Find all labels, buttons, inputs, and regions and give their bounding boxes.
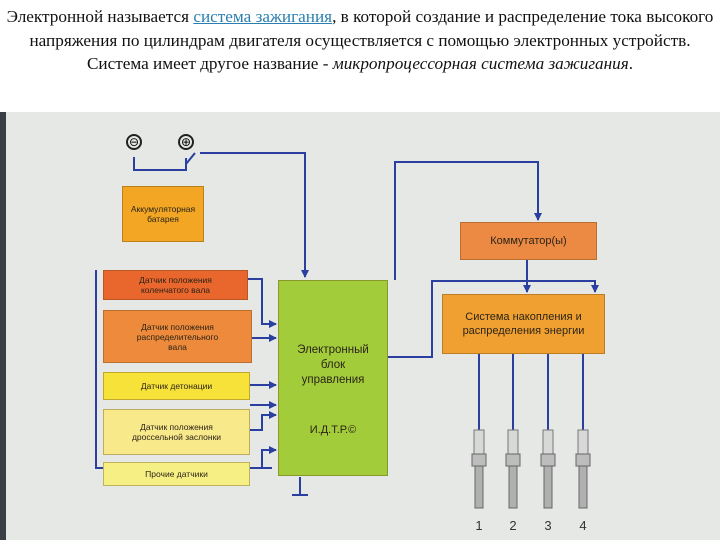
ignition-system-link[interactable]: система зажигания [193, 7, 333, 26]
sensor-5-wire [250, 446, 277, 469]
plug-number-1: 1 [475, 518, 483, 533]
sensor-4-wire-b [250, 411, 277, 431]
sensor-1-wire [248, 278, 277, 328]
battery-box: Аккумуляторная батарея [122, 186, 204, 242]
spark-plug-icon-2 [505, 429, 521, 509]
storage-label: Система накопления и распределения энерг… [462, 311, 585, 337]
battery-plus-terminal-icon: ⊕ [178, 134, 194, 150]
sensor-throttle-label: Датчик положения дроссельной заслонки [131, 422, 222, 442]
battery-switch [185, 152, 196, 167]
sensor-throttle: Датчик положения дроссельной заслонки [103, 409, 250, 455]
alt-name-italic: микропроцессорная система зажигания [332, 54, 629, 73]
sensor-knock-label: Датчик детонации [140, 381, 213, 391]
intro-paragraph: Электронной называется система зажигания… [0, 0, 720, 112]
ecu-to-storage-wire [388, 280, 599, 358]
storage-box: Система накопления и распределения энерг… [442, 294, 605, 354]
battery-to-ecu-wire [200, 152, 309, 278]
ecu-label: Электронный блок управления [297, 344, 369, 386]
plug-number-2: 2 [509, 518, 517, 533]
spark-plug-icon-4 [575, 429, 591, 509]
intro-text-start: Электронной называется [6, 7, 194, 26]
sensor-other-label: Прочие датчики [145, 469, 208, 479]
battery-minus-terminal-icon: ⊖ [126, 134, 142, 150]
commutator-label: Коммутатор(ы) [490, 235, 567, 247]
sensor-knock: Датчик детонации [103, 372, 250, 400]
plug-number-4: 4 [579, 518, 587, 533]
commutator-box: Коммутатор(ы) [460, 222, 597, 260]
sensor-camshaft: Датчик положения распределительного вала [103, 310, 252, 363]
plug-number-3: 3 [544, 518, 552, 533]
ecu-box: Электронный блок управления И.Д.Т.Р.© [278, 280, 388, 476]
battery-negative-wire [133, 157, 187, 171]
sensor-other: Прочие датчики [103, 462, 250, 486]
ecu-to-commutator-wire [394, 161, 542, 280]
ignition-diagram: ⊖ ⊕ Аккумуляторная батарея Датчик положе… [0, 112, 720, 540]
ecu-code: И.Д.Т.Р.© [309, 424, 357, 436]
battery-label: Аккумуляторная батарея [130, 204, 196, 224]
spark-plug-icon-3 [540, 429, 556, 509]
intro-text-middle: , в которой создание и распределение ток… [29, 7, 714, 73]
sensor-crankshaft-label: Датчик положения коленчатого вала [139, 275, 212, 295]
sensor-crankshaft: Датчик положения коленчатого вала [103, 270, 248, 300]
intro-text-end: . [628, 54, 634, 73]
sensor-camshaft-label: Датчик положения распределительного вала [136, 321, 219, 352]
spark-plug-icon-1 [471, 429, 487, 509]
